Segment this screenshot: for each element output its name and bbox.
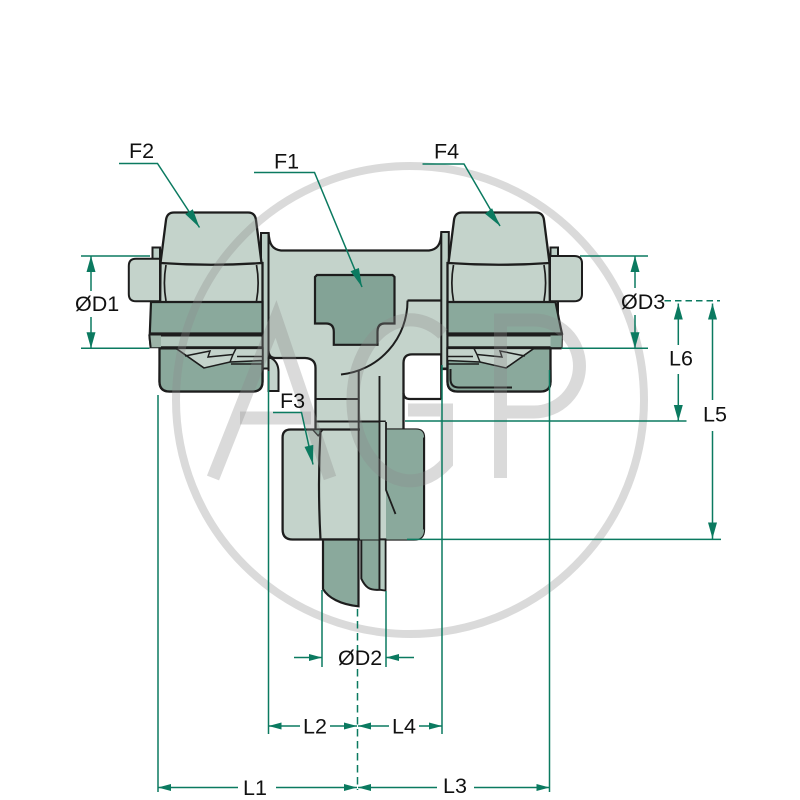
svg-text:F4: F4 (434, 140, 459, 164)
svg-text:L5: L5 (703, 403, 727, 427)
svg-text:L3: L3 (443, 774, 467, 798)
svg-text:L6: L6 (669, 347, 693, 371)
svg-text:ØD3: ØD3 (621, 290, 665, 314)
svg-text:ØD1: ØD1 (75, 292, 119, 316)
svg-text:L4: L4 (392, 715, 416, 739)
svg-text:F2: F2 (129, 139, 154, 163)
svg-text:F1: F1 (274, 150, 299, 174)
svg-text:F3: F3 (280, 389, 305, 413)
svg-text:L1: L1 (243, 776, 267, 800)
svg-text:ØD2: ØD2 (338, 646, 382, 670)
svg-text:L2: L2 (303, 715, 327, 739)
